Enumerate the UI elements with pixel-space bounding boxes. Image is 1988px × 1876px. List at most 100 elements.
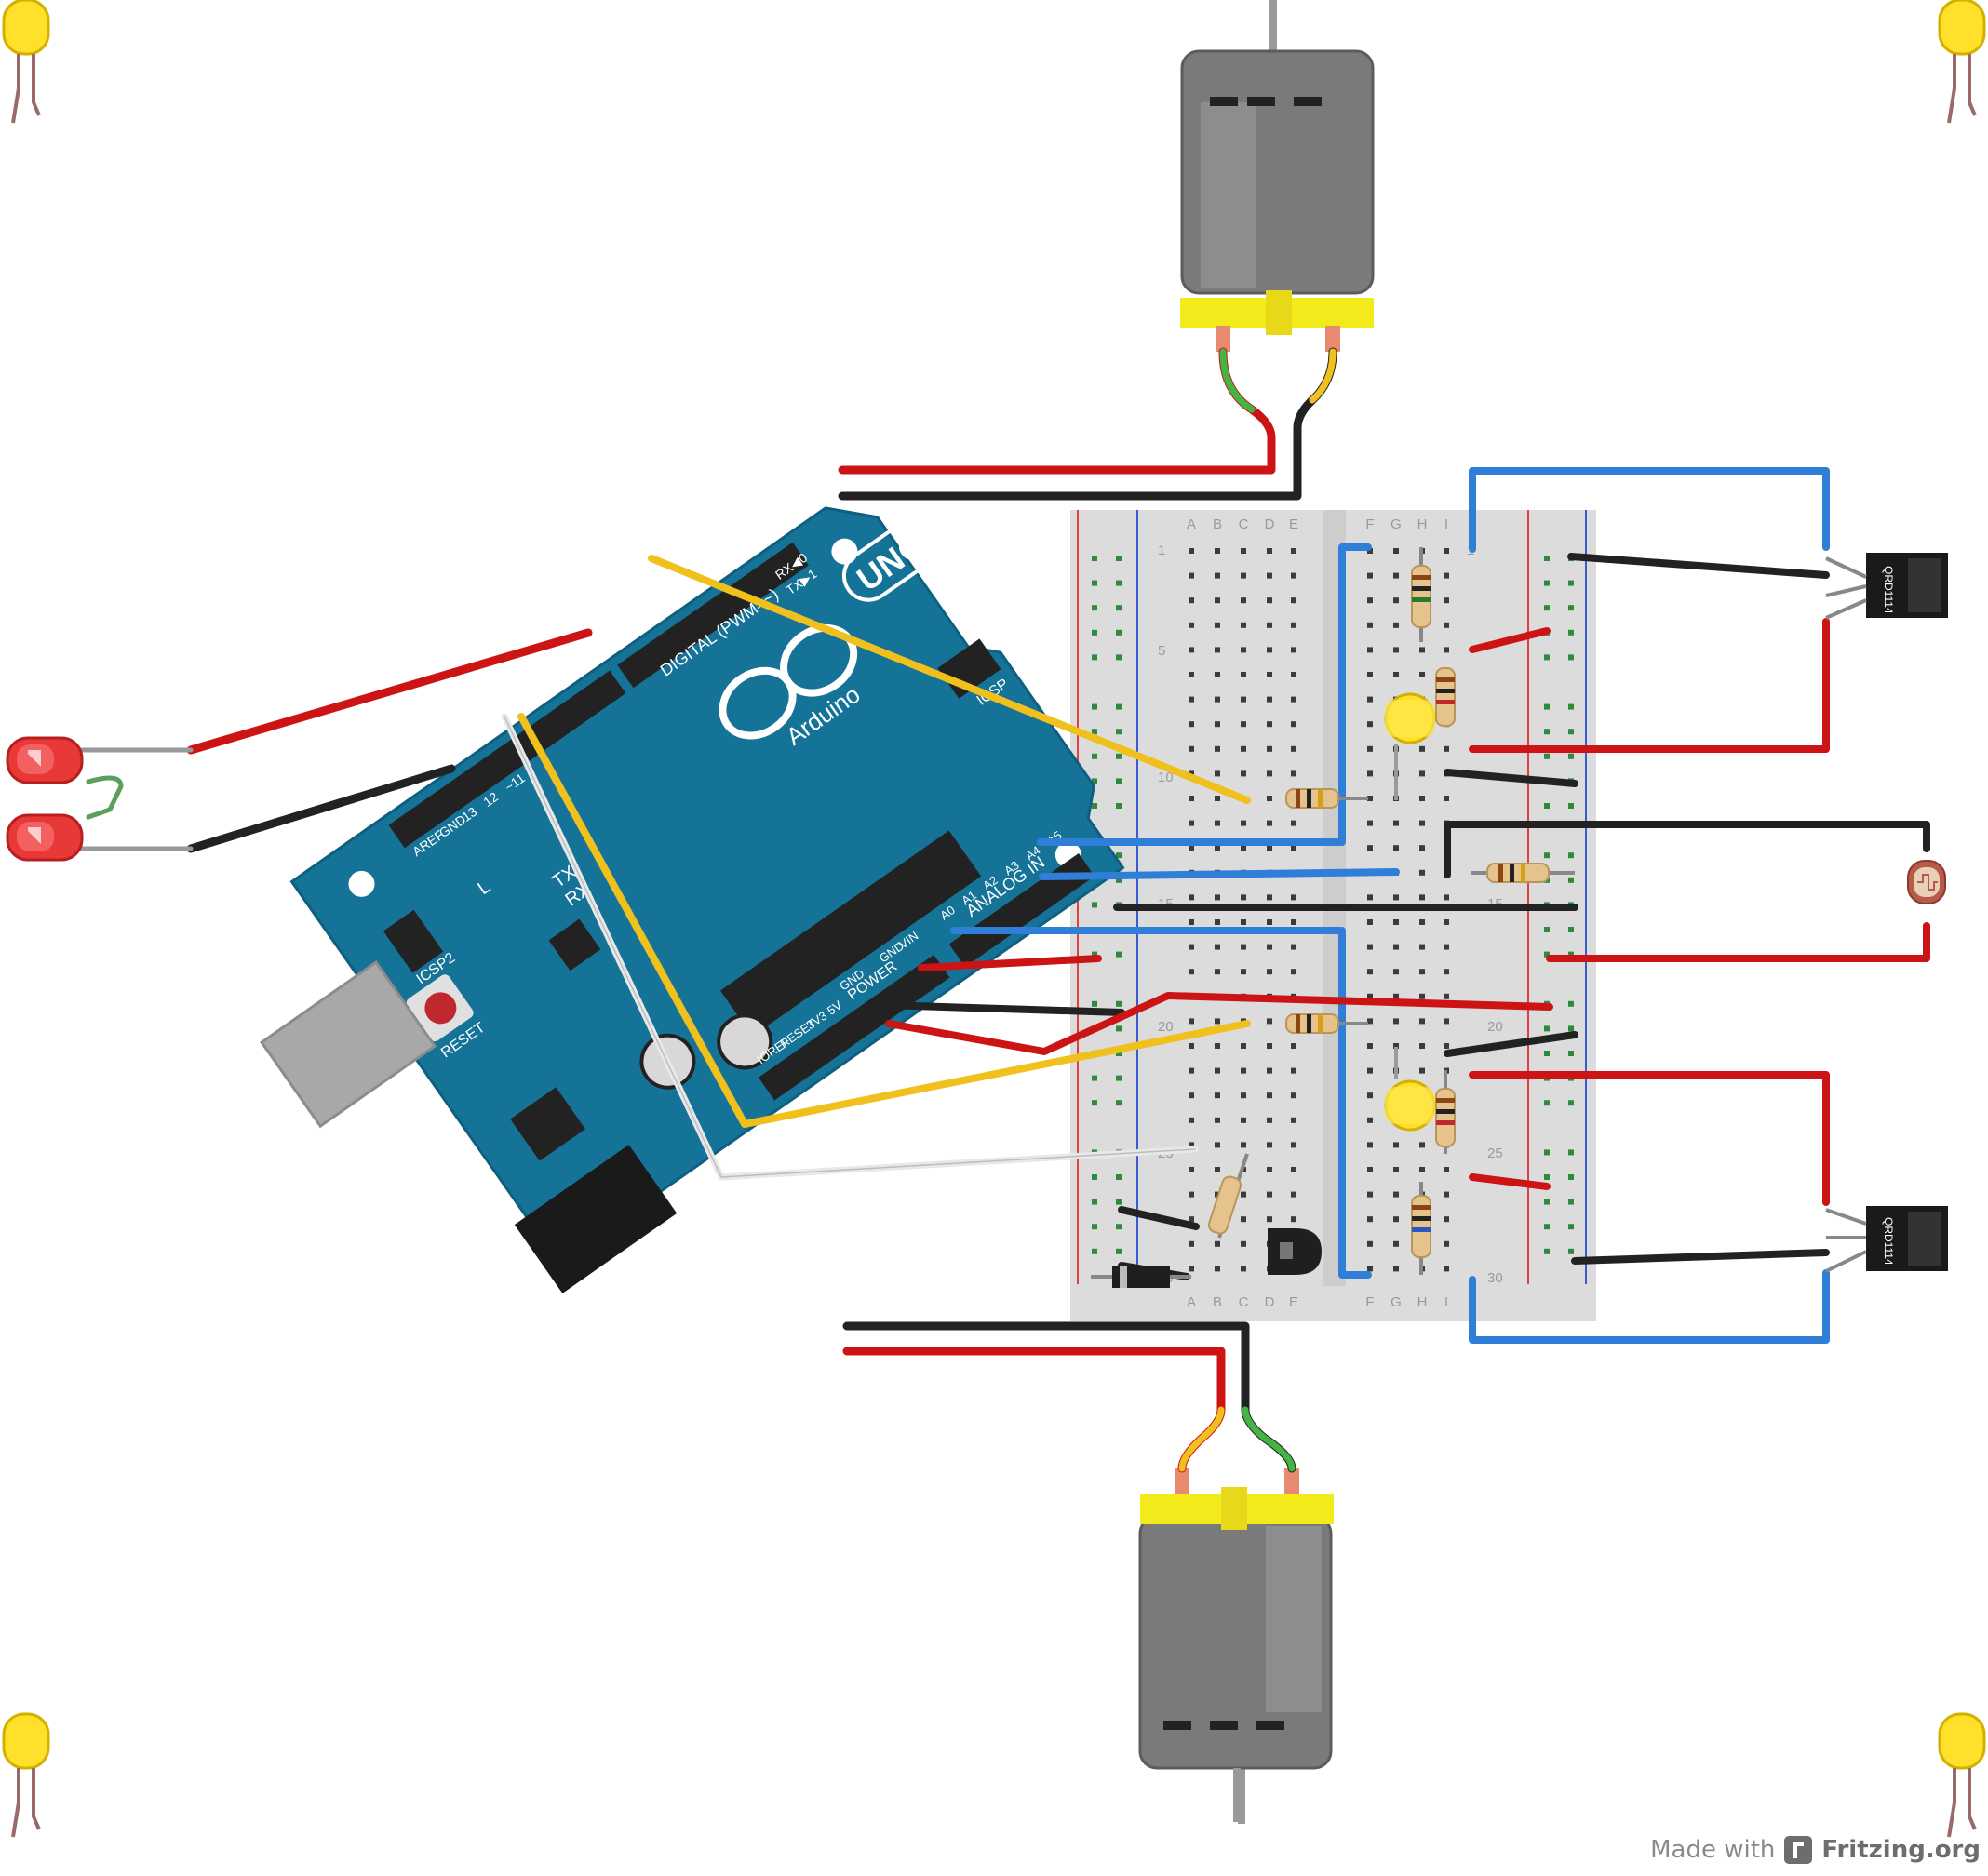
motor-mark [1163, 1721, 1191, 1730]
breadboard-hole [1393, 919, 1399, 925]
breadboard-hole [1267, 1167, 1272, 1172]
breadboard-hole [1215, 1092, 1220, 1099]
breadboard-hole [1092, 1224, 1097, 1230]
breadboard-hole [1092, 778, 1097, 784]
breadboard-hole [1267, 721, 1272, 728]
wires [79, 347, 1930, 1473]
wire-red [1469, 627, 1551, 653]
breadboard-hole [1444, 548, 1449, 554]
breadboard-hole [1267, 1191, 1272, 1198]
breadboard-hole [1267, 919, 1272, 925]
breadboard-hole [1189, 820, 1194, 826]
breadboard-hole [1241, 894, 1246, 901]
voltage-regulator [510, 1087, 585, 1161]
motor-terminal-right [1284, 1468, 1299, 1494]
breadboard-hole [1393, 1240, 1399, 1247]
breadboard-hole [1544, 852, 1550, 859]
breadboard-hole [1444, 919, 1449, 925]
breadboard-hole [1544, 1224, 1550, 1230]
breadboard-hole [1215, 1142, 1220, 1148]
col-label-e-bottom: E [1289, 1294, 1298, 1310]
motor-highlight [1266, 1526, 1322, 1712]
breadboard-hole [1215, 647, 1220, 653]
breadboard-hole [1215, 1240, 1220, 1247]
breadboard-hole [1367, 1018, 1373, 1025]
breadboard-hole [1215, 770, 1220, 777]
breadboard-hole [1241, 1240, 1246, 1247]
breadboard-hole [1419, 869, 1425, 876]
wire-black [1444, 769, 1578, 787]
col-label-f-bottom: F [1365, 1294, 1374, 1310]
breadboard-hole [1092, 704, 1097, 710]
analog-header [948, 853, 1095, 968]
breadboard-hole [1291, 894, 1296, 901]
breadboard-hole [1419, 672, 1425, 677]
breadboard-hole [1291, 770, 1296, 777]
wire-blue [1469, 467, 1830, 553]
breadboard-hole [1189, 721, 1194, 728]
wire-black [838, 347, 1337, 501]
breadboard-hole [1267, 845, 1272, 851]
breadboard-hole [1419, 1067, 1425, 1074]
diode [1091, 1266, 1191, 1288]
breadboard-hole [1367, 696, 1373, 703]
breadboard-hole [1241, 1191, 1246, 1198]
sensors: QRD1114 QRD1114 [1825, 553, 1948, 1273]
breadboard-hole [1215, 796, 1220, 801]
breadboard-components [1091, 547, 1575, 1288]
qrd-label-top: QRD1114 [1882, 566, 1895, 614]
breadboard-hole [1291, 1092, 1296, 1099]
breadboard-hole [1444, 1191, 1449, 1198]
breadboard-hole [1568, 927, 1574, 932]
breadboard-hole [1241, 919, 1246, 925]
breadboard-hole [1568, 1224, 1574, 1230]
breadboard-hole [1267, 969, 1272, 975]
breadboard-hole [1291, 745, 1296, 752]
breadboard-hole [1393, 597, 1399, 604]
wire-red [838, 347, 1276, 475]
wire-red [1469, 618, 1830, 753]
reset-button-cap[interactable] [419, 986, 463, 1030]
row-label-10: 10 [1158, 770, 1174, 785]
breadboard-hole [1568, 1100, 1574, 1106]
breadboard-hole [1568, 1174, 1574, 1180]
breadboard-hole [1393, 820, 1399, 826]
uno-badge [841, 518, 939, 602]
breadboard-hole [1241, 969, 1246, 975]
qrd1114-sensor-bottom: QRD1114 [1825, 1206, 1948, 1273]
breadboard-hole [1267, 796, 1272, 801]
breadboard-hole [1393, 1191, 1399, 1198]
breadboard-hole [1544, 556, 1550, 561]
breadboard-hole [1367, 796, 1373, 801]
col-label-g: G [1390, 516, 1402, 532]
breadboard-hole [1419, 745, 1425, 752]
breadboard-hole [1267, 1142, 1272, 1148]
breadboard-hole [1215, 919, 1220, 925]
wire-red [1469, 1173, 1551, 1190]
breadboard-hole [1267, 647, 1272, 653]
breadboard-hole [1291, 622, 1296, 628]
resistor [1411, 547, 1431, 642]
breadboard-hole [1367, 969, 1373, 975]
led-yellow-corner [2, 0, 50, 124]
breadboard-hole [1393, 845, 1399, 851]
breadboard-hole [1189, 622, 1194, 628]
breadboard-hole [1568, 1149, 1574, 1156]
breadboard-hole [1444, 1266, 1449, 1272]
breadboard: A B C D E F G H I A B C D E F G H I 1 5 … [1070, 510, 1596, 1321]
corner-leds [2, 0, 1986, 1838]
breadboard-hole [1267, 1117, 1272, 1123]
fritzing-brand-link[interactable]: Fritzing.org [1821, 1836, 1981, 1864]
breadboard-hole [1092, 1100, 1097, 1106]
wire-white-outline [504, 716, 1196, 1178]
breadboard-hole [1444, 969, 1449, 975]
breadboard-hole [1568, 704, 1574, 710]
breadboard-hole [1092, 629, 1097, 636]
analog-pin-a2: A2 [980, 873, 1001, 892]
breadboard-hole [1241, 1266, 1246, 1272]
breadboard-hole [1215, 1117, 1220, 1123]
breadboard-hole [1419, 820, 1425, 826]
breadboard-hole [1267, 1043, 1272, 1049]
wire-red [885, 992, 1553, 1055]
breadboard-hole [1116, 1174, 1122, 1180]
